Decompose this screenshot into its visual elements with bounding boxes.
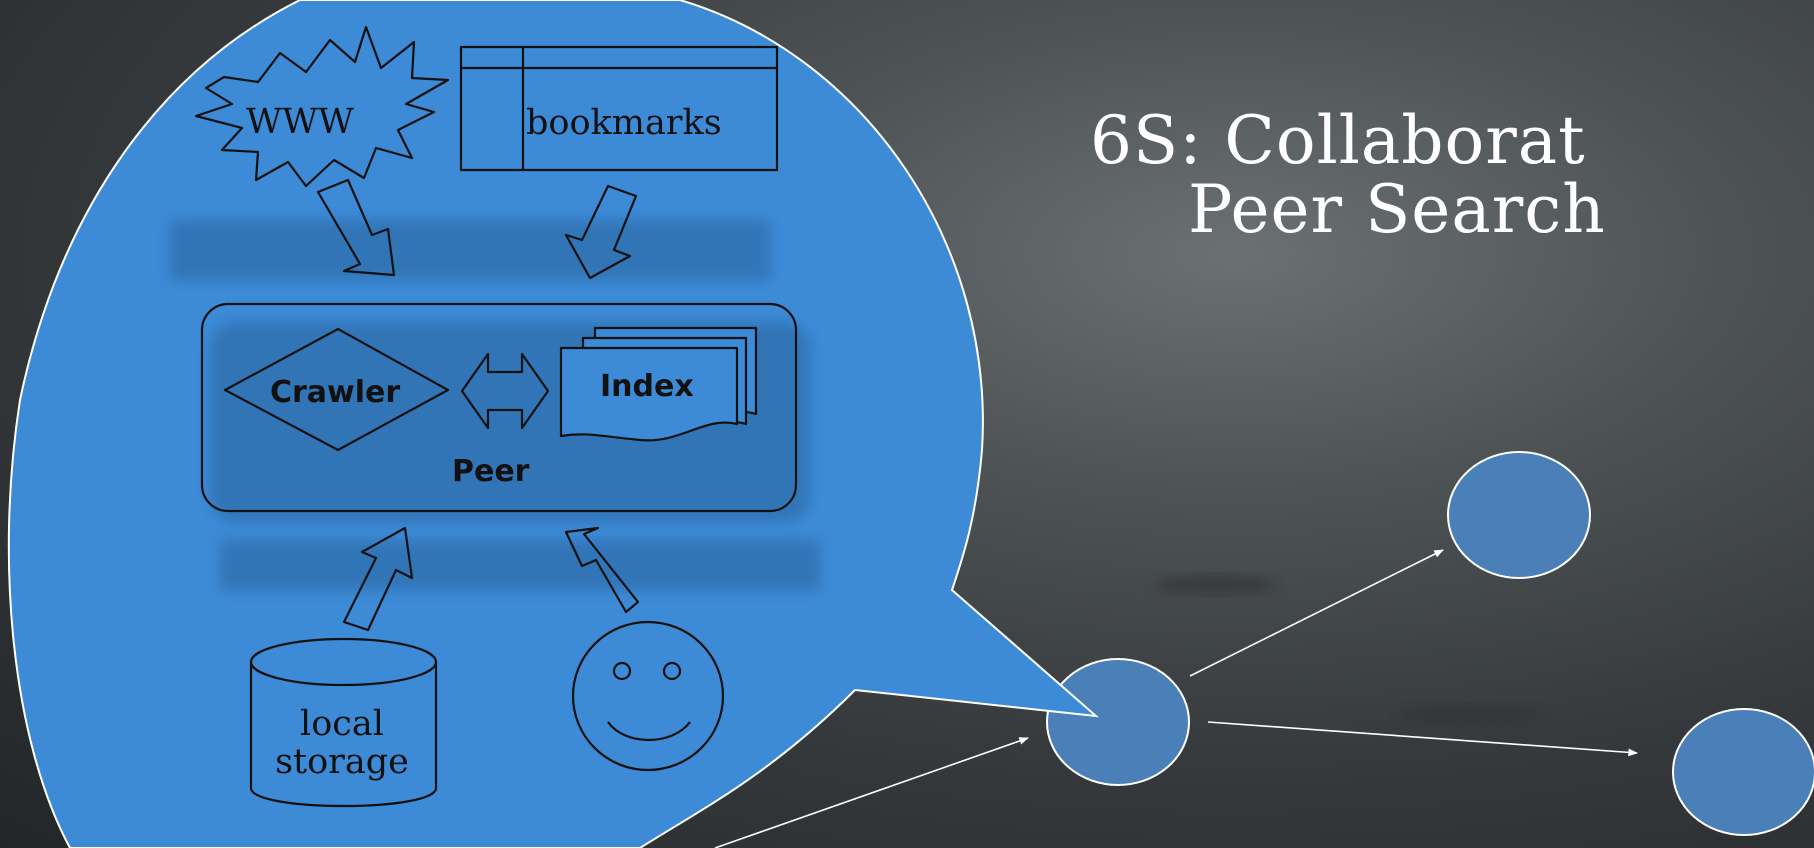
- bookmarks-table-icon: [459, 45, 779, 172]
- local-storage-source: local storage: [249, 637, 438, 808]
- peer-node-center: [1046, 658, 1190, 786]
- index-label: Index: [600, 369, 694, 404]
- database-cylinder-icon: [249, 662, 438, 808]
- peer-label: Peer: [452, 454, 530, 489]
- starburst-icon: [194, 25, 450, 188]
- peer-container: [200, 302, 798, 513]
- peer-box: Crawler Index Peer: [200, 302, 798, 513]
- slide-title-line-1: 6S: Collaborat: [1090, 102, 1586, 179]
- arrow-up-icon: [564, 526, 640, 614]
- edge-to-top-node: [1189, 549, 1444, 677]
- crawler-diamond-icon: [223, 327, 450, 452]
- double-arrow-icon: [460, 352, 550, 430]
- arrow-down-icon: [316, 178, 396, 277]
- user-source: [571, 620, 725, 772]
- peer-node-right: [1672, 708, 1814, 836]
- slide-title-line-2: Peer Search: [1188, 171, 1606, 248]
- www-source: WWW: [194, 25, 450, 188]
- smiley-face-icon: [571, 620, 725, 772]
- bookmarks-source: bookmarks: [459, 45, 779, 172]
- bookmarks-label: bookmarks: [526, 103, 722, 143]
- arrow-up-icon: [342, 526, 414, 632]
- shadow-smudge: [1400, 705, 1540, 725]
- shadow-smudge: [1155, 576, 1275, 594]
- edge-to-right-node: [1207, 721, 1638, 757]
- arrow-down-icon: [564, 184, 638, 280]
- www-label: WWW: [246, 102, 354, 142]
- peer-node-top: [1447, 451, 1591, 579]
- index-doc-icon: [559, 346, 739, 442]
- local-storage-label-line-1: local: [300, 704, 384, 744]
- local-storage-label-line-2: storage: [275, 742, 409, 782]
- edge-incoming-left: [714, 737, 1029, 848]
- crawler-label: Crawler: [270, 375, 400, 410]
